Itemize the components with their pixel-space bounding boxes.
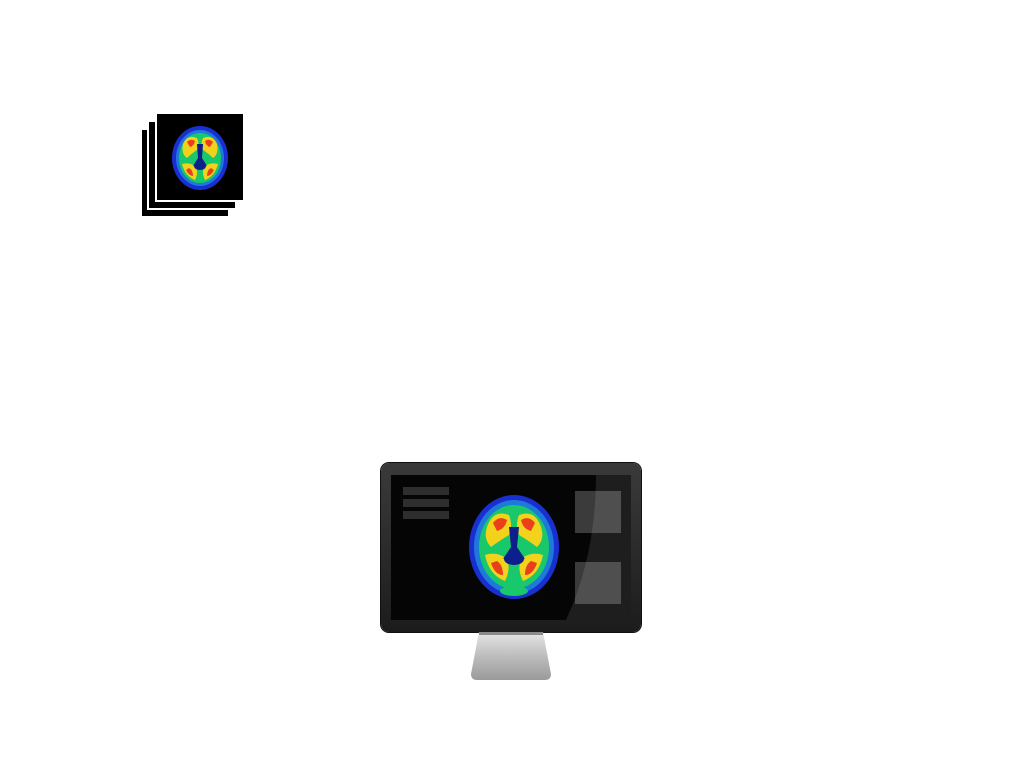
monitor-stand [469, 632, 553, 680]
computer-monitor-icon [381, 463, 641, 683]
scan-slice-stack [140, 112, 248, 222]
screen-brain-scan [467, 493, 561, 601]
brain-pet-scan-icon [157, 114, 243, 200]
screen-menu-line [403, 511, 449, 519]
screen-menu-line [403, 499, 449, 507]
brain-pet-scan-icon [469, 495, 559, 599]
screen-menu-line [403, 487, 449, 495]
screen-side-panel [575, 491, 621, 533]
monitor-bezel [381, 463, 641, 632]
scan-slice-front [155, 112, 245, 202]
screen-side-panel [575, 562, 621, 604]
monitor-screen [391, 475, 631, 620]
